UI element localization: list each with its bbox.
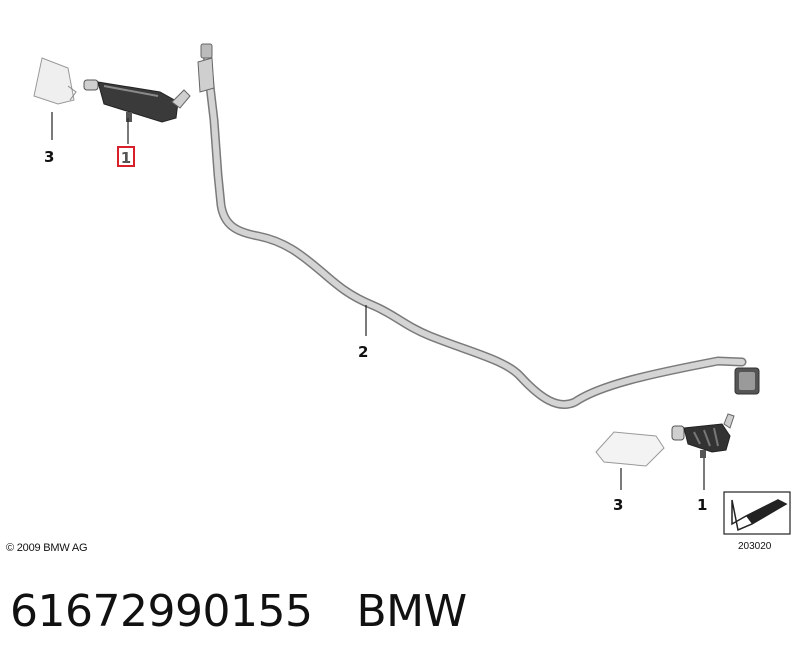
footer-caption: 61672990155 BMW xyxy=(10,586,467,637)
washer-hose xyxy=(197,43,760,409)
nozzle-right xyxy=(671,413,735,458)
cover-right xyxy=(595,431,665,467)
arrow-direction-icon xyxy=(723,491,791,535)
callout-cover-right: 3 xyxy=(613,496,624,514)
part-number: 61672990155 xyxy=(10,586,313,637)
callout-cover-left: 3 xyxy=(44,148,55,166)
parts-diagram xyxy=(33,43,791,535)
brand-name: BMW xyxy=(356,586,467,637)
callout-nozzle-left-highlighted: 1 xyxy=(117,146,135,167)
nozzle-left xyxy=(83,79,191,123)
copyright-text: © 2009 BMW AG xyxy=(6,542,88,554)
cover-left xyxy=(33,57,77,105)
leader-lines xyxy=(51,112,705,490)
callout-nozzle-right: 1 xyxy=(697,496,708,514)
diagram-code: 203020 xyxy=(738,541,772,552)
callout-hose: 2 xyxy=(358,343,369,361)
